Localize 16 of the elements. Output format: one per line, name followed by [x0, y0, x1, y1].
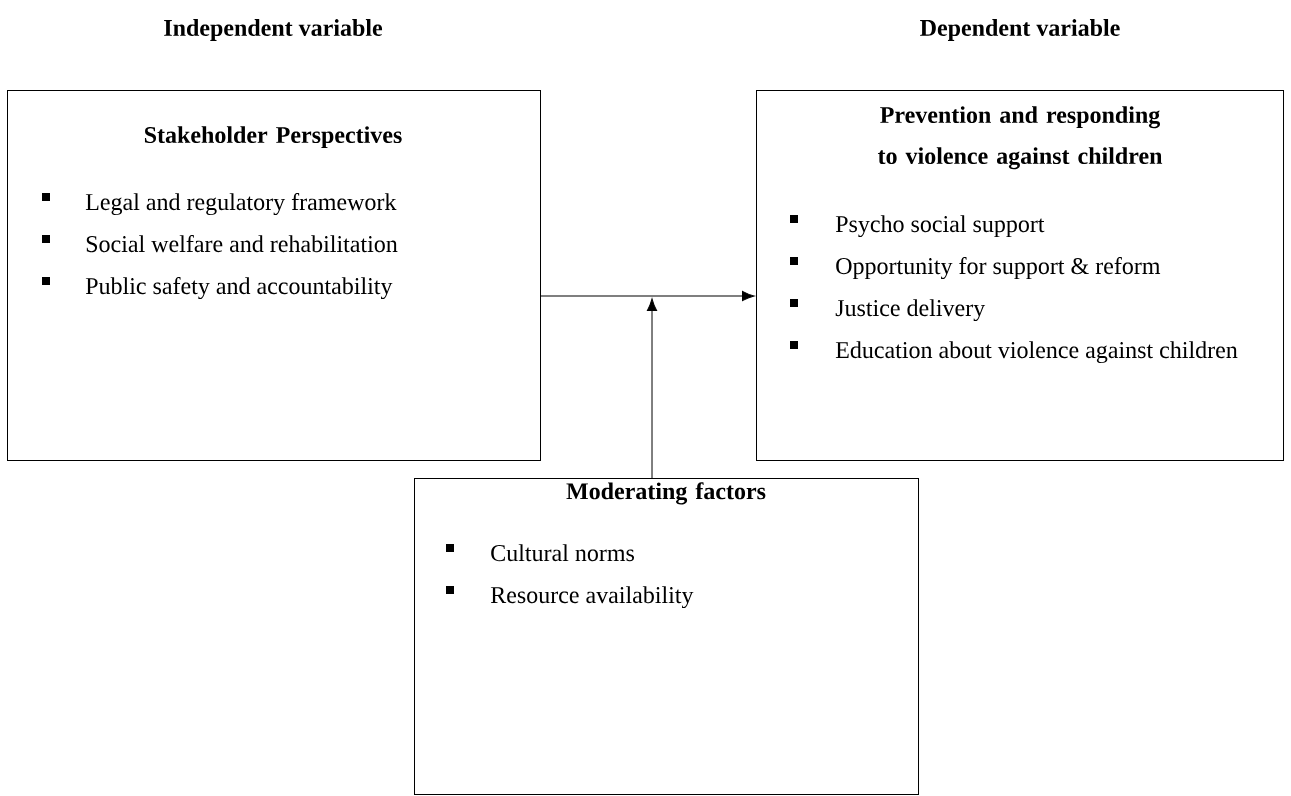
axis-heading: Dependent variable [920, 19, 1120, 41]
arrow [646, 298, 658, 479]
bullet-item: Opportunity for support & reform [790, 257, 1161, 280]
bullet-item: Psycho social support [790, 215, 1045, 238]
bullet-item: Resource availability [446, 586, 694, 609]
heading: Moderating factors [566, 482, 766, 505]
bullet-item: Legal and regulatory framework [42, 193, 397, 216]
heading: Prevention and responding to violence against children [877, 106, 1163, 170]
heading: Stakeholder Perspectives [144, 126, 402, 148]
arrow [540, 290, 755, 302]
bullet-item: Social welfare and rehabilitation [42, 235, 398, 253]
bullet-item: Cultural norms [446, 544, 634, 562]
bullet-item: Education about violence against children [790, 341, 1238, 364]
axis-heading: Independent variable [164, 19, 383, 41]
bullet-item: Justice delivery [790, 299, 986, 322]
bullet-item: Public safety and accountability [42, 277, 393, 300]
